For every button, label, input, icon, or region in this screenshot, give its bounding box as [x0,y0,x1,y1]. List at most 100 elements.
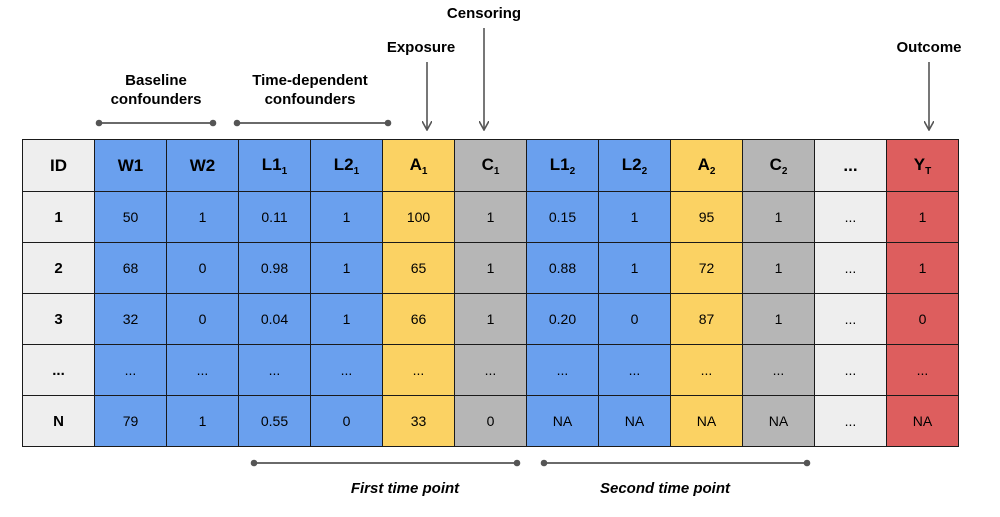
label-baseline-line2: confounders [110,91,202,108]
cell-l1_1: 0.98 [238,242,311,294]
cell-y_t: 0 [886,293,959,345]
header-a_2-main: A [697,154,710,174]
header-a_2: A2 [670,139,743,192]
cell-c_2: 1 [742,293,815,345]
header-a_2-subscript: 2 [709,165,716,177]
cell-c_2: 1 [742,242,815,294]
label-outcome: Outcome [896,39,962,56]
cell-w1: ... [94,344,167,396]
label-second-time-point: Second time point [599,480,730,497]
cell-id: N [22,395,95,447]
cell-y_t: ... [886,344,959,396]
header-c_2: C2 [742,139,815,192]
header-l2_1: L21 [310,139,383,192]
cell-ell: ... [814,344,887,396]
header-id-main: ID [50,155,67,175]
cell-l1_1: 0.04 [238,293,311,345]
cell-a_2: NA [670,395,743,447]
cell-l2_1: 1 [310,191,383,243]
cell-w2: 0 [166,293,239,345]
cell-a_1: 33 [382,395,455,447]
cell-ell: ... [814,242,887,294]
header-l2_1-subscript: 1 [353,165,360,177]
cell-c_2: NA [742,395,815,447]
label-exposure: Exposure [386,39,456,56]
label-first-time-point: First time point [350,480,460,497]
cell-c_1: 1 [454,191,527,243]
cell-w2: 1 [166,395,239,447]
cell-c_2: 1 [742,191,815,243]
cell-a_2: ... [670,344,743,396]
cell-l1_2: 0.88 [526,242,599,294]
cell-a_2: 87 [670,293,743,345]
header-ell: ... [814,139,887,192]
header-w2: W2 [166,139,239,192]
cell-l2_2: 1 [598,242,671,294]
cell-ell: ... [814,395,887,447]
timedep-bracket [233,119,392,127]
cell-l1_2: NA [526,395,599,447]
cell-l2_1: 0 [310,395,383,447]
second-time-point-bracket [540,459,811,467]
cell-a_1: 66 [382,293,455,345]
header-c_1-subscript: 1 [493,165,500,177]
header-l1_2-main: L1 [549,154,570,174]
cell-l1_2: 0.15 [526,191,599,243]
cell-a_1: 65 [382,242,455,294]
header-a_1-main: A [409,154,422,174]
header-l1_2-subscript: 2 [569,165,576,177]
header-a_1: A1 [382,139,455,192]
cell-a_2: 72 [670,242,743,294]
cell-a_1: ... [382,344,455,396]
header-c_2-main: C [769,154,782,174]
cell-c_1: 1 [454,242,527,294]
header-w2-main: W2 [189,155,216,175]
cell-y_t: NA [886,395,959,447]
header-w1-main: W1 [117,155,144,175]
cell-id: 1 [22,191,95,243]
cell-w2: 0 [166,242,239,294]
cell-w1: 79 [94,395,167,447]
header-l1_1-subscript: 1 [281,165,288,177]
label-timedep-line2: confounders [264,91,356,108]
cell-l1_2: 0.20 [526,293,599,345]
cell-w1: 50 [94,191,167,243]
header-y_t-main: Y [913,154,926,174]
cell-l2_2: NA [598,395,671,447]
header-c_1-main: C [481,154,494,174]
label-timedep-line1: Time-dependent [252,72,368,89]
header-ell-main: ... [843,155,858,175]
cell-y_t: 1 [886,242,959,294]
cell-y_t: 1 [886,191,959,243]
header-y_t-subscript: T [925,165,932,177]
cell-w2: ... [166,344,239,396]
label-time-dependent-confounders: Time-dependent confounders [225,71,395,109]
cell-id: 2 [22,242,95,294]
cell-l2_2: 1 [598,191,671,243]
header-c_1: C1 [454,139,527,192]
header-l2_2-subscript: 2 [641,165,648,177]
cell-id: ... [22,344,95,396]
cell-l2_2: ... [598,344,671,396]
cell-w2: 1 [166,191,239,243]
table-row: ....................................... [22,344,959,396]
cell-a_1: 100 [382,191,455,243]
cell-c_1: ... [454,344,527,396]
label-baseline-line1: Baseline [125,72,187,89]
header-l1_1-main: L1 [261,154,282,174]
cell-l2_2: 0 [598,293,671,345]
cell-c_1: 1 [454,293,527,345]
header-id: ID [22,139,95,192]
cell-l1_2: ... [526,344,599,396]
cell-w1: 68 [94,242,167,294]
header-y_t: YT [886,139,959,192]
cell-ell: ... [814,191,887,243]
header-w1: W1 [94,139,167,192]
cell-a_2: 95 [670,191,743,243]
header-c_2-subscript: 2 [781,165,788,177]
cell-ell: ... [814,293,887,345]
